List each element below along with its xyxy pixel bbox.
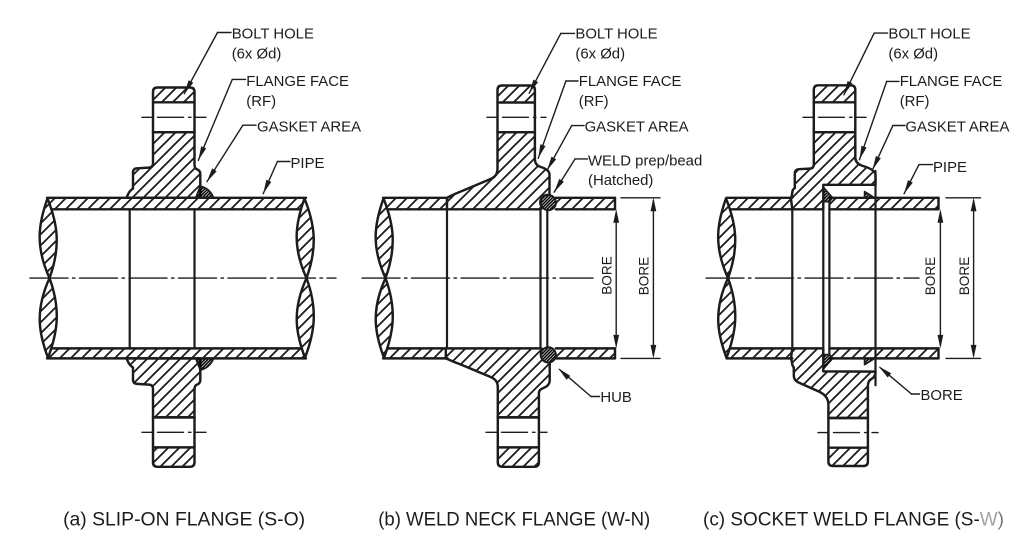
svg-text:BORE: BORE (599, 256, 614, 295)
svg-text:HUB: HUB (600, 390, 632, 406)
svg-text:FLANGE FACE: FLANGE FACE (246, 74, 349, 90)
svg-text:(c) SOCKET WELD FLANGE (S-W): (c) SOCKET WELD FLANGE (S-W) (703, 510, 1004, 531)
svg-text:(b) WELD NECK FLANGE (W-N): (b) WELD NECK FLANGE (W-N) (378, 510, 650, 531)
svg-text:BOLT HOLE: BOLT HOLE (232, 27, 314, 43)
svg-text:GASKET AREA: GASKET AREA (905, 119, 1009, 135)
svg-text:(6x Ød): (6x Ød) (232, 46, 282, 62)
svg-text:(6x Ød): (6x Ød) (575, 46, 625, 62)
svg-text:BORE: BORE (637, 257, 652, 296)
svg-text:BOLT HOLE: BOLT HOLE (575, 27, 657, 43)
svg-text:PIPE: PIPE (933, 160, 967, 176)
svg-text:(a) SLIP-ON FLANGE (S-O): (a) SLIP-ON FLANGE (S-O) (63, 510, 305, 531)
svg-text:FLANGE FACE: FLANGE FACE (579, 74, 682, 90)
svg-text:GASKET AREA: GASKET AREA (585, 119, 689, 135)
svg-text:(RF): (RF) (579, 94, 609, 110)
svg-text:(Hatched): (Hatched) (588, 173, 653, 189)
svg-text:PIPE: PIPE (291, 156, 325, 172)
svg-text:(RF): (RF) (246, 94, 276, 110)
svg-text:FLANGE FACE: FLANGE FACE (900, 74, 1003, 90)
svg-text:(RF): (RF) (900, 94, 930, 110)
svg-text:(6x Ød): (6x Ød) (888, 46, 938, 62)
svg-text:BORE: BORE (921, 388, 963, 404)
svg-text:BORE: BORE (923, 257, 938, 296)
svg-text:WELD prep/bead: WELD prep/bead (588, 153, 702, 169)
svg-text:GASKET AREA: GASKET AREA (257, 119, 361, 135)
svg-text:BOLT HOLE: BOLT HOLE (888, 27, 970, 43)
svg-text:BORE: BORE (957, 257, 972, 296)
